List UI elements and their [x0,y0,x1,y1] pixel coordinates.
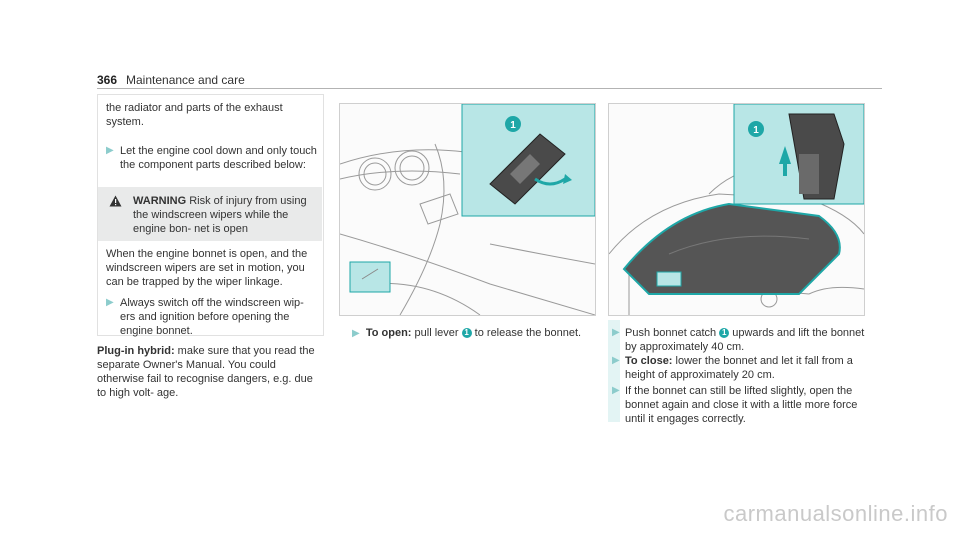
warning-triangle-icon [109,194,122,212]
header-rule [97,88,882,89]
warning-label: WARNING [133,195,187,207]
step-close-text: lower the bonnet and let it fall from a … [625,355,853,381]
steps-bar [608,320,620,422]
hybrid-note: Plug‑in hybrid: make sure that you read … [97,344,325,400]
section-title: Maintenance and care [126,73,245,87]
watermark: carmanualsonline.info [723,501,948,526]
hybrid-text: make sure that you read the separate Own… [97,345,315,399]
step-push-catch: Push bonnet catch 1 upwards and lift the… [625,326,865,354]
caption-open-post: to release the bonnet. [474,327,582,339]
figure-bonnet-release-lever: 1 [339,103,596,316]
step-cool-engine: Let the engine cool down and only touch … [120,145,317,171]
play-triangle-icon: ▶ [612,385,620,396]
caption-open-label: To open: [365,327,412,339]
play-triangle-icon: ▶ [106,145,114,156]
step-close-label: To close: [625,355,673,367]
intro-text: the radiator and parts of the exhaust sy… [106,102,283,128]
play-triangle-icon: ▶ [612,327,620,338]
caption-open-pre: pull lever [414,327,459,339]
intro-box [97,94,324,336]
step-push-post: upwards and lift the bonnet by approxima… [625,327,865,353]
step-reclose: If the bonnet can still be lifted slight… [625,385,858,425]
marker-badge: 1 [461,328,472,338]
figure-marker-1: 1 [510,120,516,131]
step-close: To close: lower the bonnet and let it fa… [625,354,865,382]
play-triangle-icon: ▶ [612,355,620,366]
warning-title: WARNING Risk of injury from using the wi… [133,194,319,236]
step-push-pre: Push bonnet catch [625,327,717,339]
page-number: 366 [97,73,118,87]
warning-body: When the engine bonnet is open, and the … [106,248,308,288]
figure-marker-1-right: 1 [753,125,759,136]
play-triangle-icon: ▶ [352,328,360,339]
warning-header [98,187,322,241]
marker-badge: 1 [719,328,730,338]
step-switch-off-wipers: Always switch off the windscreen wip‑ er… [120,297,304,337]
play-triangle-icon: ▶ [106,297,114,308]
hybrid-label: Plug‑in hybrid: [97,345,175,357]
caption-open: ▶ To open: pull lever 1 to release the b… [352,326,592,341]
figure-bonnet-catch: 1 [608,103,865,316]
warning-title-text: Risk of injury from using the windscreen… [133,195,307,235]
